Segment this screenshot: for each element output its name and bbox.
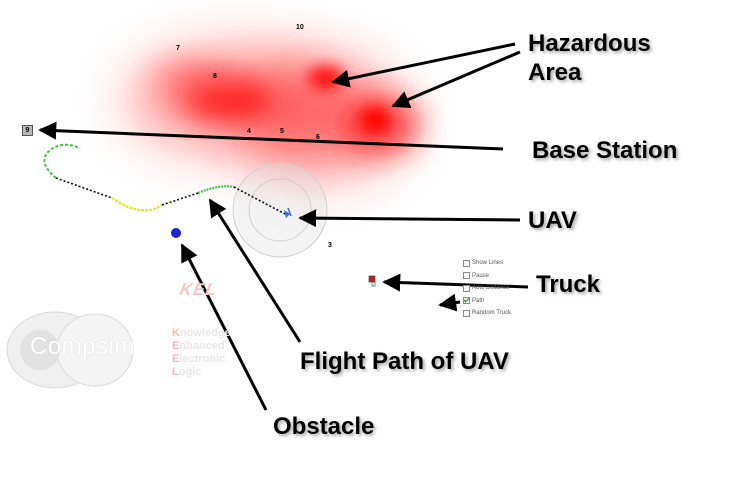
obstacle-marker — [171, 228, 181, 238]
waypoint-label-3: 3 — [328, 242, 332, 249]
waypoint-label-6: 6 — [316, 134, 320, 141]
tagline-line-2: Enhanced — [172, 340, 225, 352]
waypoint-label-7: 7 — [176, 45, 180, 52]
checkbox-icon[interactable] — [463, 259, 470, 267]
arrow-obstacle — [180, 243, 268, 411]
checkbox-checked-icon[interactable] — [463, 297, 470, 305]
tagline-line-4: Logic — [172, 366, 202, 378]
tagline-line-3: Electronic — [172, 353, 226, 365]
pause-checkbox[interactable]: Pause — [463, 270, 543, 283]
checkbox-icon[interactable] — [463, 309, 470, 317]
uav-sensor-range — [232, 162, 328, 258]
base-station-label: Base Station — [532, 137, 678, 164]
checkbox-icon[interactable] — [463, 272, 470, 280]
auto-distance-checkbox[interactable]: Auto Distance — [463, 282, 543, 295]
hazardous-area-heatmap — [130, 50, 420, 175]
checkbox-icon[interactable] — [463, 284, 470, 292]
uav-flight-path — [43, 143, 286, 215]
waypoint-label-5: 5 — [280, 128, 284, 135]
waypoint-label-10: 10 — [296, 24, 304, 31]
tagline-line-1: Knowledge — [172, 327, 231, 339]
simulation-control-panel: Show Lines Pause Auto Distance Path Rand… — [463, 257, 543, 320]
callout-arrows — [38, 42, 529, 411]
flight-path-label: Flight Path of UAV — [300, 348, 509, 375]
show-lines-checkbox[interactable]: Show Lines — [463, 257, 543, 270]
compsim-logo-icon — [6, 311, 134, 389]
arrow-hazard-1 — [331, 42, 516, 88]
random-truck-checkbox[interactable]: Random Truck — [463, 307, 543, 320]
waypoint-label-8: 8 — [213, 73, 217, 80]
truck-label: Truck — [536, 271, 601, 298]
truck-icon — [368, 275, 376, 287]
uav-label: UAV — [528, 207, 577, 234]
arrow-flight-path-2 — [438, 293, 461, 312]
path-checkbox[interactable]: Path — [463, 295, 543, 308]
compsim-watermark: Compsim Knowledge Enhanced Electronic Lo… — [0, 300, 260, 400]
kel-logo-watermark: KEL — [178, 280, 220, 299]
arrow-base-station — [38, 121, 504, 151]
arrow-hazard-2 — [391, 50, 521, 108]
hazardous-area-label: Hazardous Area — [528, 30, 651, 86]
uav-icon — [284, 207, 292, 218]
arrow-uav — [298, 209, 521, 228]
waypoint-label-4: 4 — [247, 128, 251, 135]
obstacle-label: Obstacle — [273, 413, 375, 440]
arrow-truck — [382, 273, 529, 292]
arrow-flight-path-1 — [208, 198, 302, 343]
base-station-marker[interactable]: 9 — [22, 125, 33, 136]
compsim-wordmark: Compsim — [30, 333, 135, 360]
